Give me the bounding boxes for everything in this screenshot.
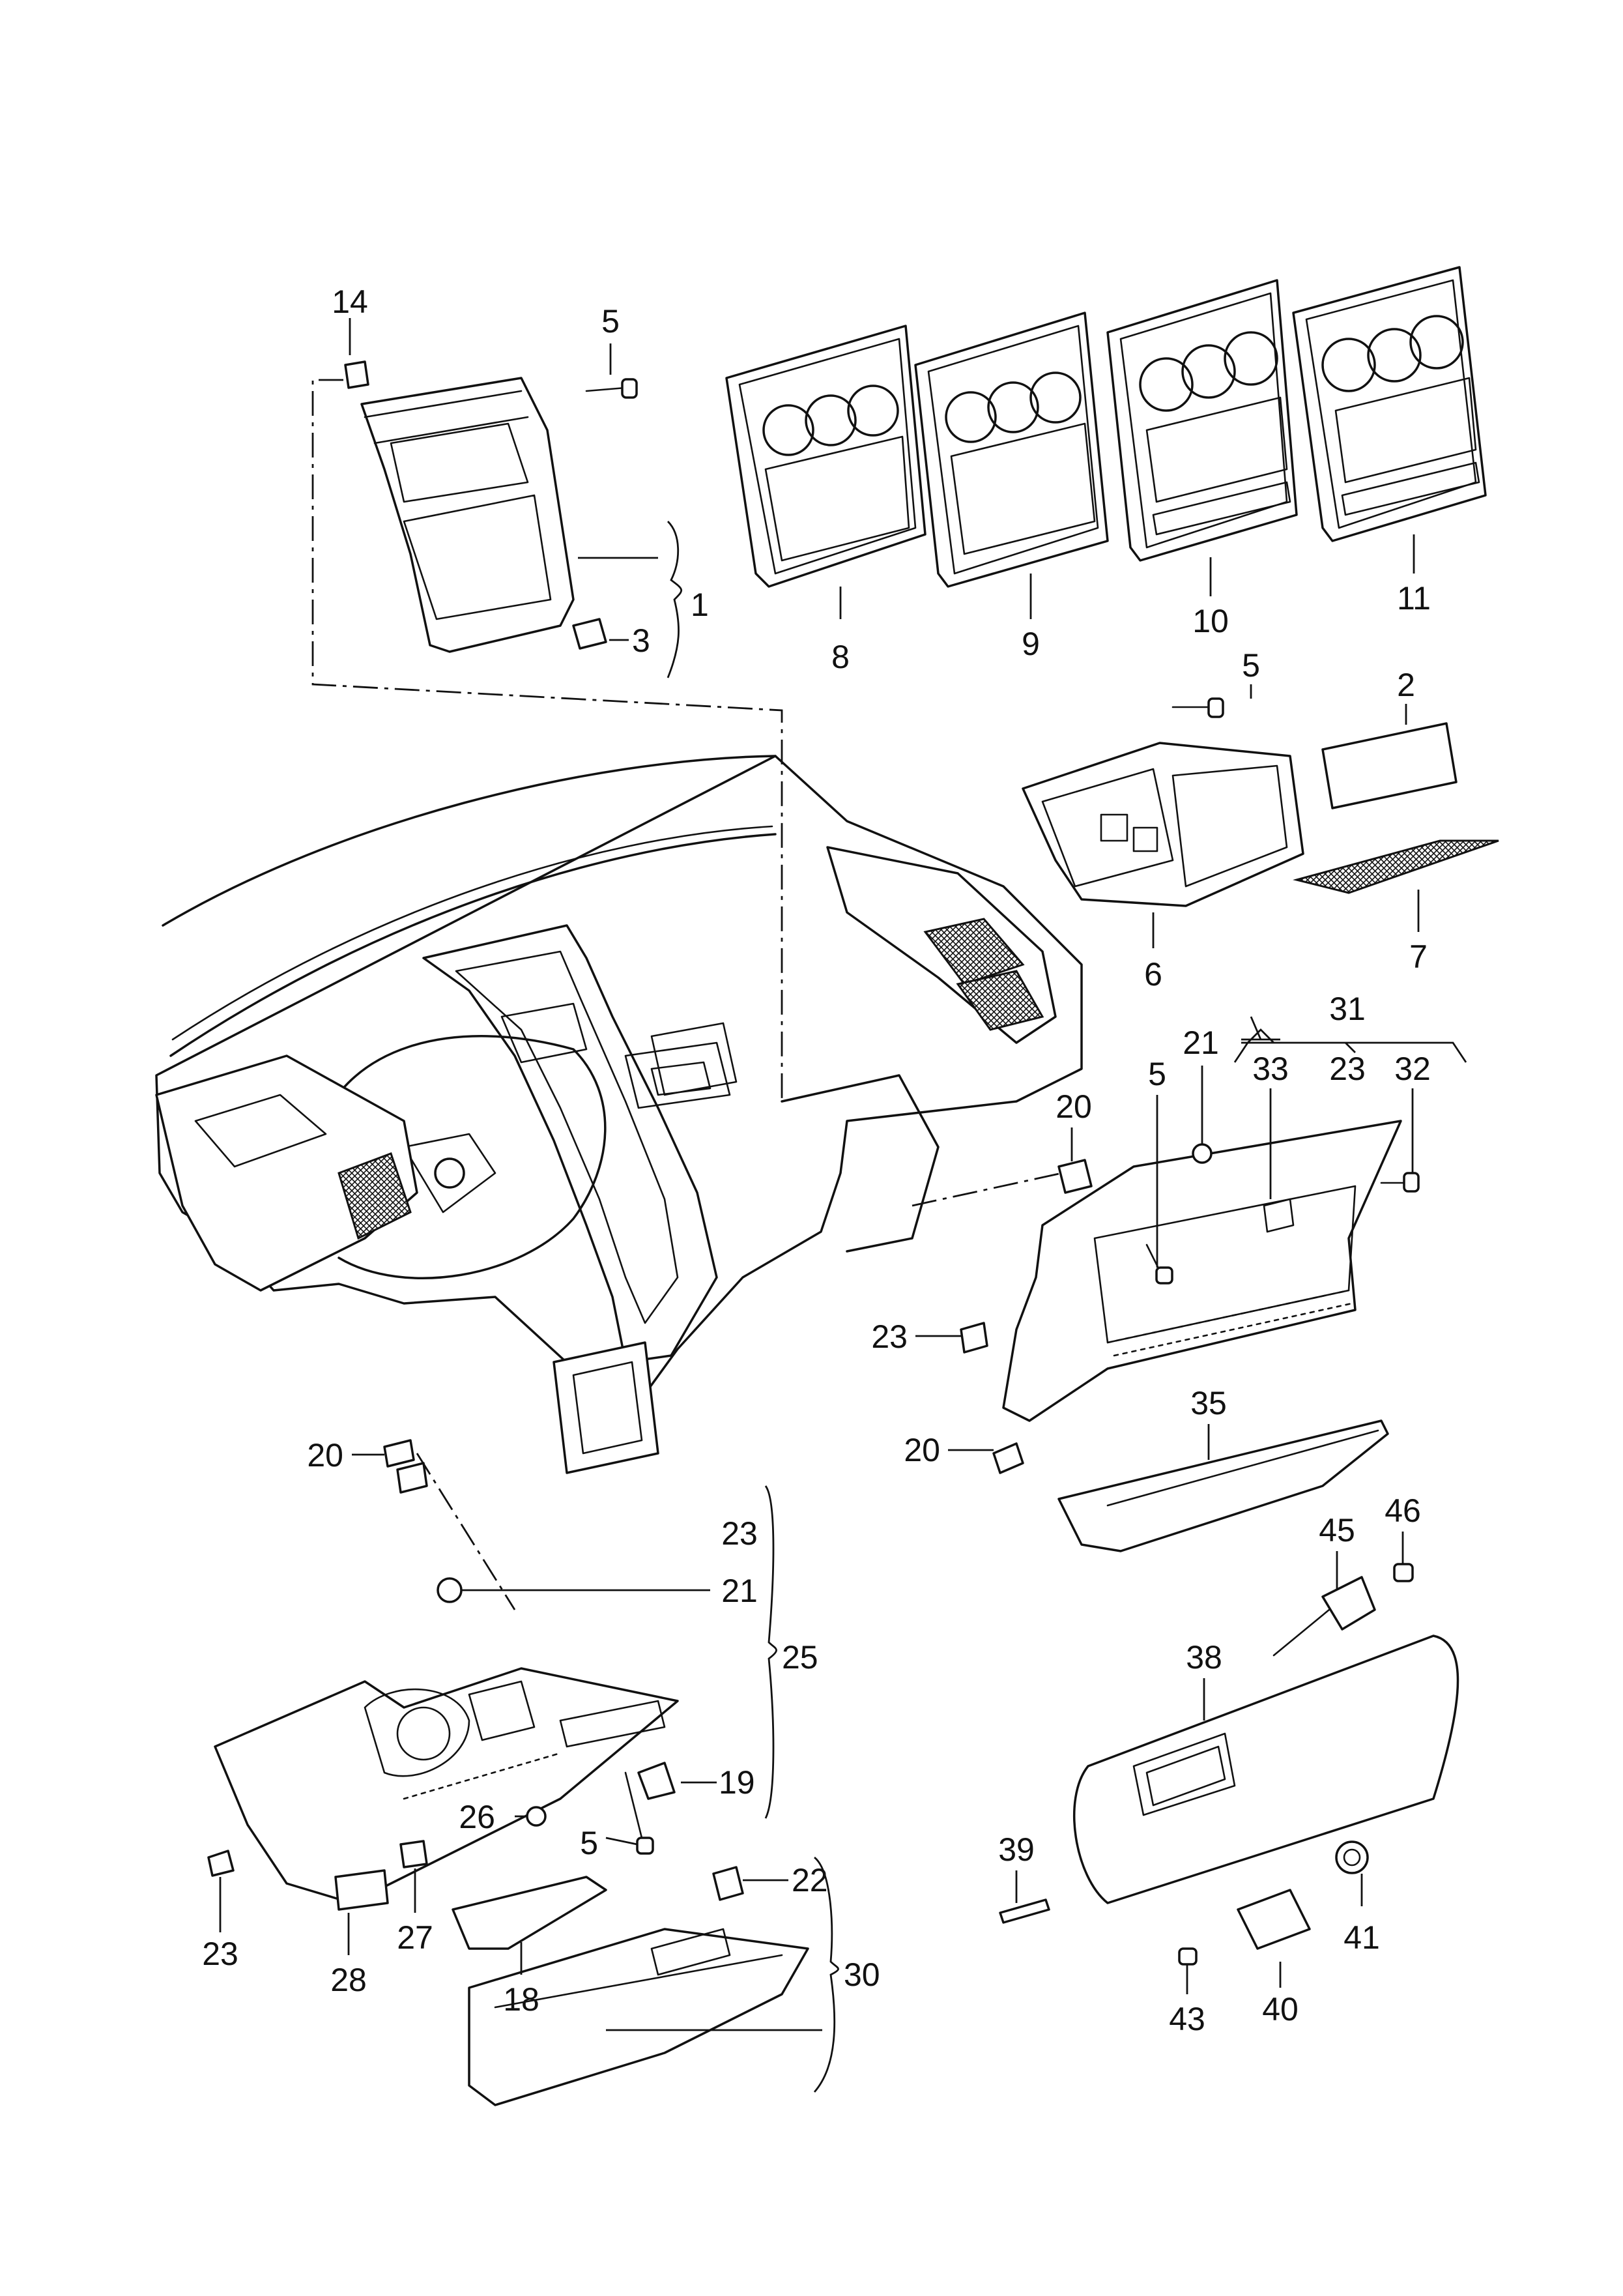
trim-panel-11 xyxy=(1292,266,1487,542)
callout-20: 20 xyxy=(307,1437,343,1474)
callout-43: 43 xyxy=(1169,2001,1205,2037)
screw-46 xyxy=(1393,1563,1414,1582)
callout-41: 41 xyxy=(1343,1919,1380,1956)
callout-7: 7 xyxy=(1409,938,1428,975)
screw-5 xyxy=(1171,697,1224,718)
callout-33: 33 xyxy=(1252,1051,1289,1087)
callout-23: 23 xyxy=(721,1515,758,1552)
clip-22 xyxy=(712,1866,744,1901)
callout-5: 5 xyxy=(1242,647,1260,684)
trim-panel-9 xyxy=(914,312,1109,588)
callout-27: 27 xyxy=(397,1919,433,1956)
clip-3 xyxy=(572,618,607,650)
screw-32 xyxy=(1380,1172,1420,1193)
callout-10: 10 xyxy=(1192,603,1229,639)
callout-20: 20 xyxy=(904,1432,940,1468)
callout-23: 23 xyxy=(202,1936,238,1972)
buffer-26 xyxy=(526,1806,547,1827)
callout-5: 5 xyxy=(601,303,620,340)
mat-18 xyxy=(452,1876,607,1950)
callout-39: 39 xyxy=(998,1831,1035,1868)
tray-35 xyxy=(1057,1419,1389,1552)
callout-5: 5 xyxy=(1148,1056,1166,1092)
callout-19: 19 xyxy=(719,1764,755,1801)
lock-cylinder-40 xyxy=(1237,1889,1311,1950)
screw-5 xyxy=(624,1771,654,1855)
callout-35: 35 xyxy=(1190,1385,1227,1421)
center-console-bracket xyxy=(1022,742,1304,907)
callout-45: 45 xyxy=(1319,1512,1355,1548)
install-line xyxy=(416,1453,516,1610)
callout-18: 18 xyxy=(503,1981,539,2018)
clip-21 xyxy=(437,1577,463,1603)
callout-23: 23 xyxy=(1329,1051,1366,1087)
trim-panel-10 xyxy=(1106,279,1298,562)
callout-22: 22 xyxy=(792,1862,828,1898)
clip-20 xyxy=(992,1442,1024,1474)
screw-5 xyxy=(585,378,638,399)
glovebox-25 xyxy=(214,1667,679,1904)
clip-23 xyxy=(960,1322,988,1354)
pad-28 xyxy=(334,1869,389,1911)
callout-8: 8 xyxy=(831,639,850,675)
trim-panel-8 xyxy=(725,325,926,588)
lock-41 xyxy=(1335,1840,1369,1874)
clip-20 xyxy=(396,1462,428,1494)
clip-23 xyxy=(207,1850,235,1877)
callout-26: 26 xyxy=(459,1799,495,1835)
callout-21: 21 xyxy=(721,1573,758,1609)
callout-31: 31 xyxy=(1329,991,1366,1027)
callout-25: 25 xyxy=(782,1639,818,1676)
glovebox-lid xyxy=(1072,1635,1459,1904)
callout-labels: 14 5 1 3 8 9 10 11 5 2 6 7 31 21 5 33 23… xyxy=(202,283,1431,2037)
pin-39 xyxy=(999,1898,1050,1924)
clip-20 xyxy=(1057,1159,1093,1194)
callout-11: 11 xyxy=(1397,580,1431,617)
callout-5: 5 xyxy=(580,1825,598,1861)
callout-3: 3 xyxy=(632,622,650,659)
callout-30: 30 xyxy=(844,1956,880,1993)
callout-9: 9 xyxy=(1022,626,1040,662)
clip-21 xyxy=(1192,1143,1213,1164)
module-2 xyxy=(1321,722,1458,809)
radio-mounting-frame xyxy=(344,360,575,653)
clip-20 xyxy=(383,1439,415,1468)
screw-43 xyxy=(1178,1947,1198,1966)
dashboard-assembly xyxy=(155,755,1083,1474)
mat-7 xyxy=(1293,839,1499,894)
callout-28: 28 xyxy=(330,1962,367,1998)
callout-32: 32 xyxy=(1394,1051,1431,1087)
callout-23: 23 xyxy=(871,1318,908,1355)
callout-1: 1 xyxy=(691,587,709,623)
callout-20: 20 xyxy=(1056,1088,1092,1125)
leader-lines xyxy=(219,318,1467,2093)
glovebox-housing xyxy=(1002,1120,1402,1422)
callout-2: 2 xyxy=(1397,667,1415,703)
clip-19 xyxy=(637,1762,676,1800)
callout-46: 46 xyxy=(1385,1492,1421,1529)
callout-21: 21 xyxy=(1183,1024,1219,1061)
callout-6: 6 xyxy=(1144,956,1162,993)
install-line xyxy=(311,379,783,1101)
lock-45 xyxy=(1272,1576,1376,1657)
clip-27 xyxy=(399,1840,428,1868)
install-line xyxy=(912,1172,1063,1207)
callout-14: 14 xyxy=(332,283,368,320)
callout-40: 40 xyxy=(1262,1991,1299,2027)
callout-38: 38 xyxy=(1186,1639,1222,1676)
drawer-30 xyxy=(468,1928,809,2106)
